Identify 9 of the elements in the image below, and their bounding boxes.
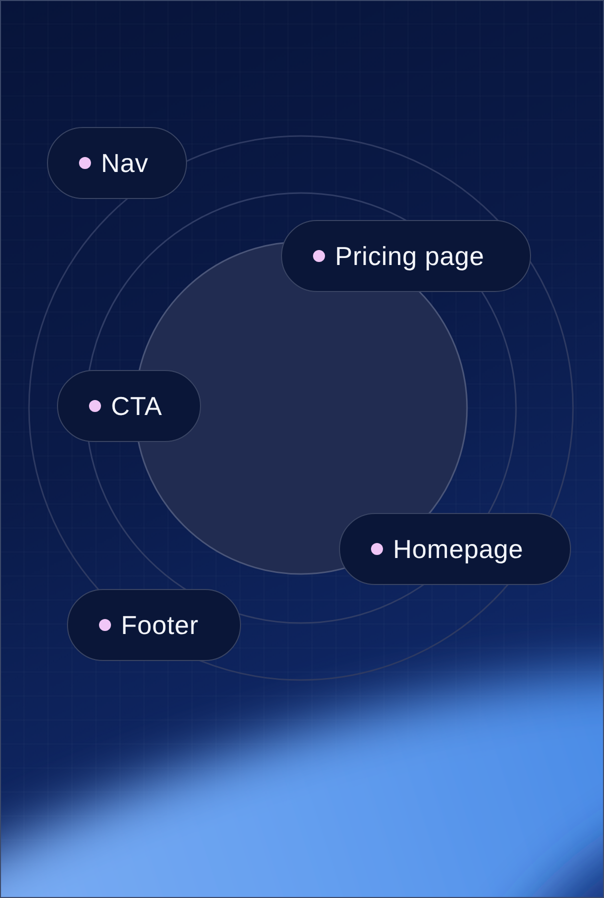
tag-label: Nav: [101, 147, 148, 179]
tag-pill: [47, 127, 187, 199]
tag-label: Homepage: [393, 533, 524, 565]
tag-pill: [67, 589, 241, 661]
tag-label: Footer: [121, 609, 199, 641]
tag-label: Pricing page: [335, 240, 484, 272]
tag-pill: [281, 220, 531, 292]
tag-label: CTA: [111, 390, 162, 422]
tag-pill: [339, 513, 571, 585]
